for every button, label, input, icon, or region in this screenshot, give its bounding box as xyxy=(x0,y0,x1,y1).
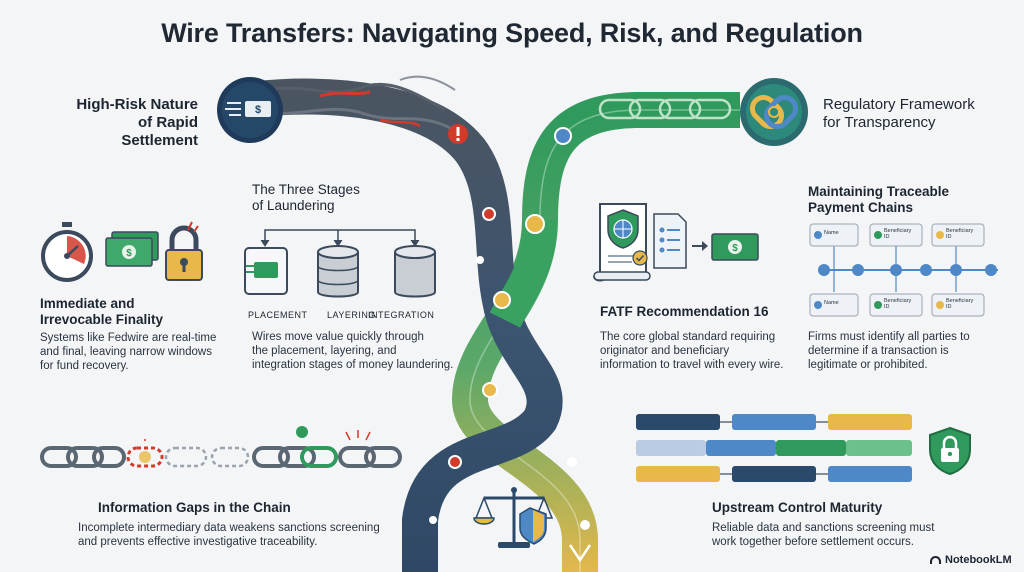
three-stages-text-3: integration stages of money laundering. xyxy=(252,359,454,371)
stage-layering: LAYERING xyxy=(327,310,376,320)
money-icon: $ xyxy=(217,77,283,143)
traceable-text-3: legitimate or prohibited. xyxy=(808,359,928,371)
finality-text-1: Systems like Fedwire are real-time xyxy=(40,332,217,344)
high-risk-heading-2: of Rapid Settlement xyxy=(121,114,198,149)
database-icon xyxy=(394,245,436,298)
traceable-text-2: determine if a transaction is xyxy=(808,345,949,357)
upstream-text-1: Reliable data and sanctions screening mu… xyxy=(712,522,935,534)
card-bottom-1-l1: Beneficiary xyxy=(884,298,912,304)
regulatory-heading-1: Regulatory Framework xyxy=(823,96,975,113)
fatf-text-3: information to travel with every wire. xyxy=(600,359,784,371)
fatf-document-icons: $ xyxy=(593,203,759,282)
finality-icons: $ xyxy=(41,221,203,282)
upstream-heading: Upstream Control Maturity xyxy=(712,500,883,515)
gaps-text-2: and prevents effective investigative tra… xyxy=(78,536,318,548)
chain-link-top xyxy=(598,98,732,120)
card-bottom-1-l2: ID xyxy=(884,304,890,310)
notebooklm-logo-icon xyxy=(930,556,941,564)
page-title: Wire Transfers: Navigating Speed, Risk, … xyxy=(161,18,863,48)
card-top-1-l2: ID xyxy=(884,234,890,240)
info-sheet-icon xyxy=(653,213,687,269)
money-icon: $ xyxy=(711,233,759,261)
gaps-heading: Information Gaps in the Chain xyxy=(98,500,291,515)
card-top-2-l1: Beneficiary xyxy=(946,228,974,234)
road-nodes xyxy=(429,127,590,530)
traceable-heading-2: Payment Chains xyxy=(808,200,914,215)
stage-placement: PLACEMENT xyxy=(248,310,308,320)
database-icon xyxy=(317,245,359,298)
upstream-text-2: work together before settlement occurs. xyxy=(712,536,914,548)
card-bottom-0-l1: Name xyxy=(824,300,839,306)
globe-shield-icon xyxy=(607,209,639,249)
card-bottom-2-l1: Beneficiary xyxy=(946,298,974,304)
card-top-2-l2: ID xyxy=(946,234,952,240)
three-stages-text-1: Wires move value quickly through xyxy=(252,331,424,343)
laundering-stages-diagram xyxy=(244,229,436,298)
warning-icon xyxy=(448,124,468,144)
traceable-chain-diagram xyxy=(809,223,998,317)
high-risk-heading-1: High-Risk Nature xyxy=(76,96,198,113)
regulatory-heading-2: for Transparency xyxy=(823,114,936,131)
finality-heading-2: Irrevocable Finality xyxy=(40,312,164,327)
svg-text:$: $ xyxy=(255,104,261,116)
stopwatch-icon xyxy=(41,222,93,282)
gaps-text-1: Incomplete intermediary data weakens san… xyxy=(78,522,380,534)
three-stages-heading-1: The Three Stages xyxy=(252,182,360,197)
traceable-text-1: Firms must identify all parties to xyxy=(808,331,970,343)
svg-text:$: $ xyxy=(732,243,738,254)
finality-heading-1: Immediate and xyxy=(40,296,135,311)
brand-label: NotebookLM xyxy=(945,554,1012,566)
padlock-icon xyxy=(165,221,203,281)
fatf-heading: FATF Recommendation 16 xyxy=(600,304,769,319)
three-stages-text-2: the placement, layering, and xyxy=(252,345,397,357)
shield-lock-icon xyxy=(929,426,971,476)
down-arrow-icon xyxy=(568,544,592,563)
card-top-0-l1: Name xyxy=(824,230,839,236)
card-bottom-2-l2: ID xyxy=(946,304,952,310)
traceable-heading-1: Maintaining Traceable xyxy=(808,184,950,199)
three-stages-heading-2: of Laundering xyxy=(252,198,335,213)
card-top-1-l1: Beneficiary xyxy=(884,228,912,234)
scales-icon xyxy=(473,487,554,548)
chain-link-logo-icon xyxy=(740,78,808,146)
fatf-text-1: The core global standard requiring xyxy=(600,331,776,343)
svg-text:$: $ xyxy=(126,248,132,259)
chain-icon xyxy=(40,426,402,468)
fatf-text-2: originator and beneficiary xyxy=(600,345,730,357)
finality-text-3: for fund recovery. xyxy=(40,360,129,372)
money-stack-icon: $ xyxy=(105,231,159,267)
finality-text-2: and final, leaving narrow windows xyxy=(40,346,212,358)
stage-integration: INTEGRATION xyxy=(368,310,435,320)
upstream-blocks-diagram xyxy=(636,414,912,482)
